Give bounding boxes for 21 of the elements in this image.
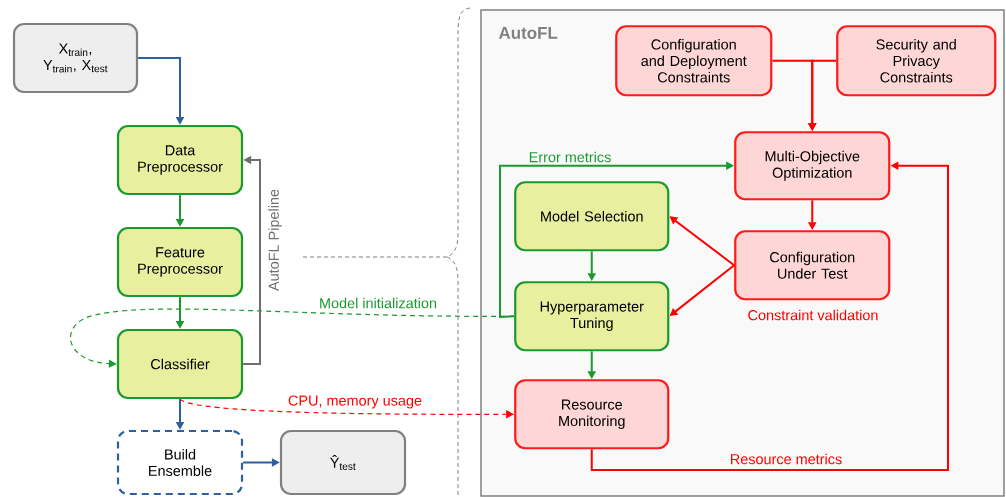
edge-label: AutoFL Pipeline xyxy=(266,187,284,293)
edge-label: Resource metrics xyxy=(728,452,844,466)
process-box: Configuration and Deployment Constraints xyxy=(615,25,773,97)
process-box: Build Ensemble xyxy=(116,429,244,496)
process-box: Configuration Under Test xyxy=(734,230,891,301)
process-box: Multi-Objective Optimization xyxy=(734,131,891,201)
edge-label: Model initialization xyxy=(317,296,439,310)
process-box: Security and Privacy Constraints xyxy=(836,25,997,97)
input-box: X$_{train}$, Y$_{train}$, X$_{test}$ xyxy=(12,22,139,94)
process-box: Classifier xyxy=(116,328,244,400)
output-box: Ŷ$_{test}$ xyxy=(279,429,407,496)
process-box: Model Selection xyxy=(514,181,670,252)
panel-title: AutoFL xyxy=(498,27,558,39)
edge-label: Error metrics xyxy=(527,150,613,164)
node-caption: Constraint validation xyxy=(748,309,878,321)
arrow xyxy=(69,308,515,368)
process-box: Resource Monitoring xyxy=(514,379,670,450)
process-box: Data Preprocessor xyxy=(116,124,244,196)
process-box: Feature Preprocessor xyxy=(116,226,244,298)
process-box: Hyperparameter Tuning xyxy=(514,281,670,352)
edge-label: CPU, memory usage xyxy=(286,393,424,411)
